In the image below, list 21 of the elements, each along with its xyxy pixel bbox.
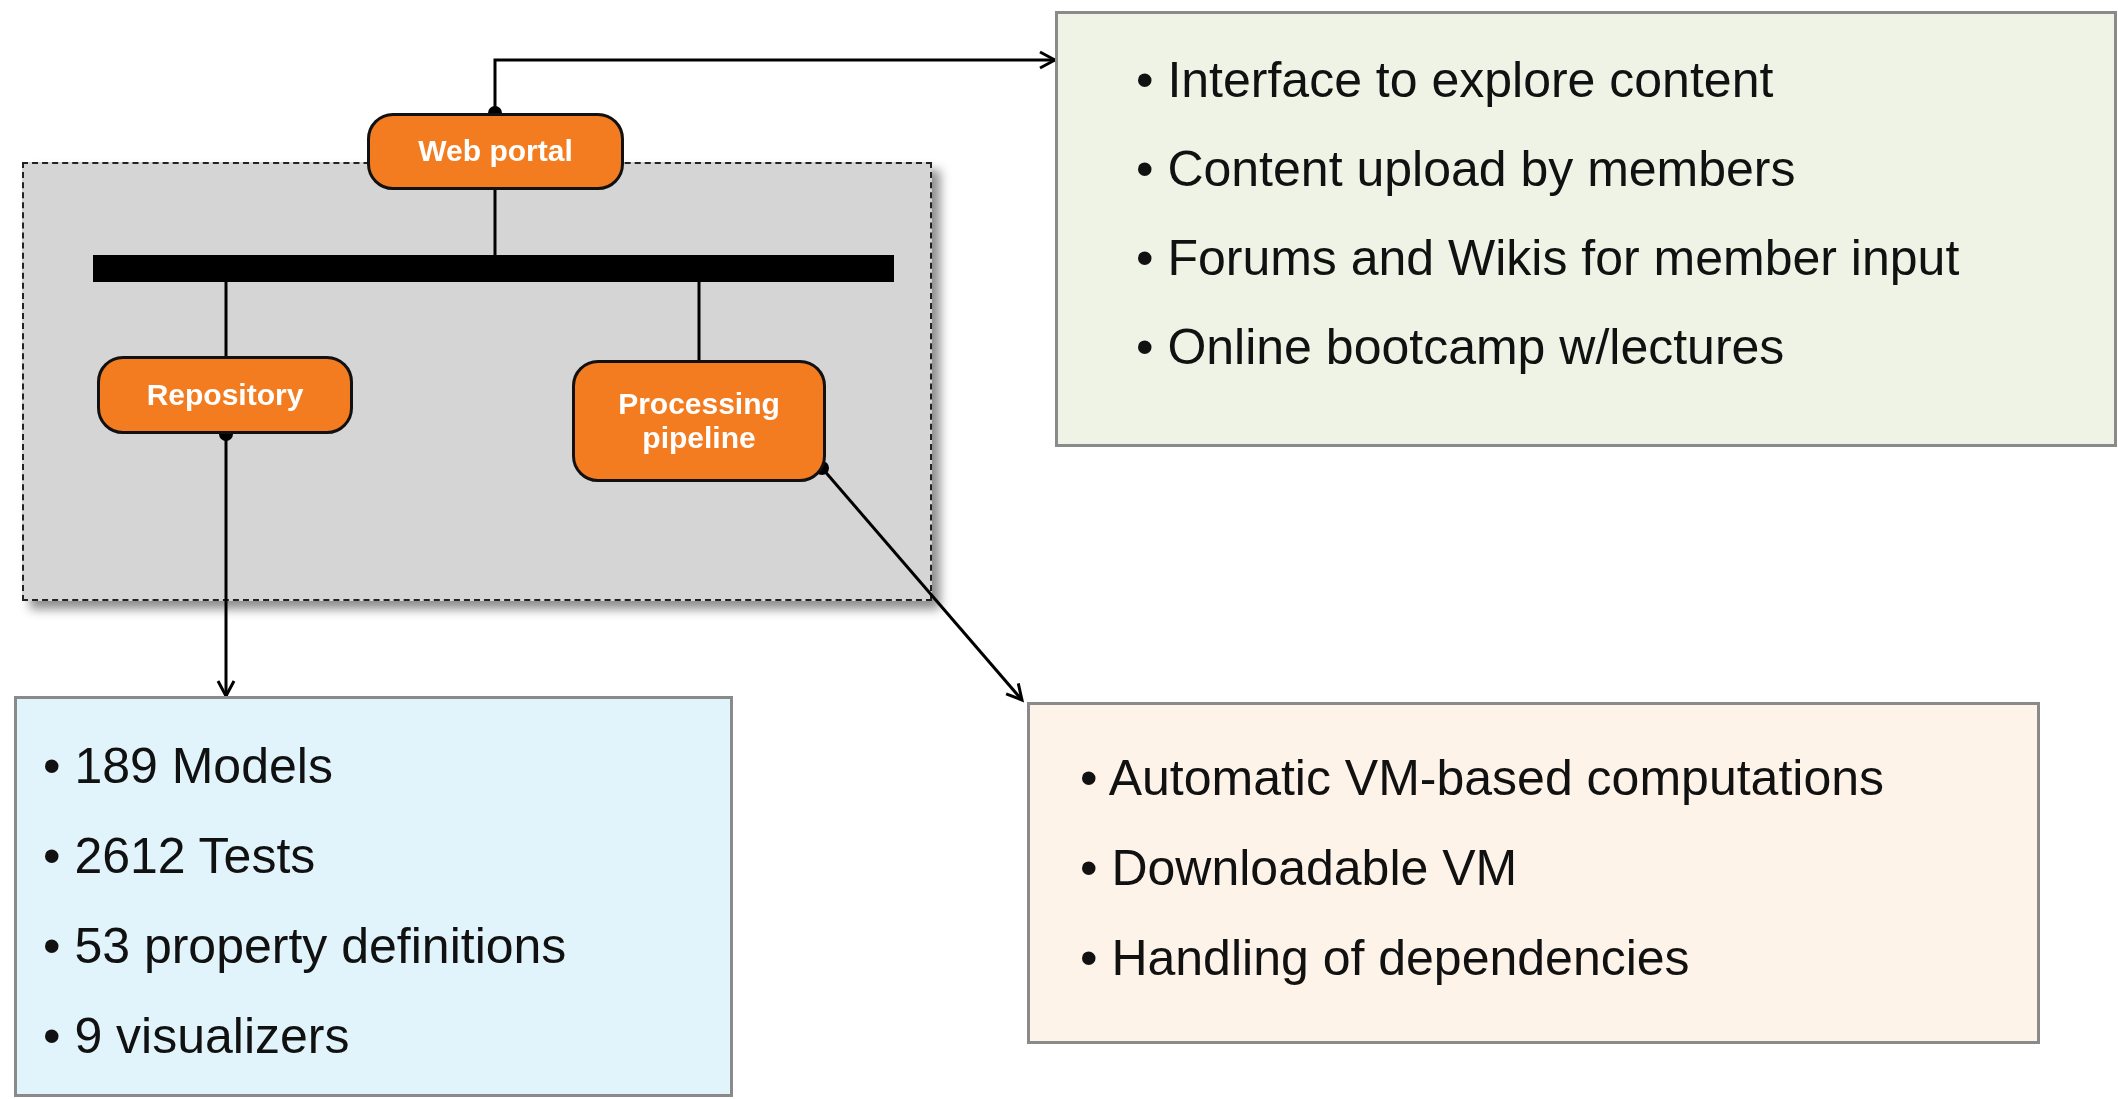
component-pill [367, 113, 624, 190]
feature-card [14, 696, 733, 1097]
bullet-item: • 189 Models [43, 737, 333, 796]
component-pill [97, 356, 353, 434]
bus-bar [93, 255, 894, 282]
bullet-item: • Downloadable VM [1080, 839, 1518, 898]
component-pill [572, 360, 826, 482]
bullet-item: • Handling of dependencies [1080, 929, 1690, 988]
bullet-item: • Online bootcamp w/lectures [1136, 318, 1785, 377]
bullet-item: • Interface to explore content [1136, 51, 1774, 110]
bullet-item: • 9 visualizers [43, 1007, 350, 1066]
bullet-item: • Forums and Wikis for member input [1136, 229, 1960, 288]
feature-card [1027, 702, 2040, 1044]
bullet-item: • 53 property definitions [43, 917, 567, 976]
bullet-item: • Content upload by members [1136, 140, 1796, 199]
feature-card [1055, 11, 2117, 447]
component-label: Web portal [417, 134, 574, 169]
bullet-item: • Automatic VM-based computations [1080, 749, 1884, 808]
bullet-item: • 2612 Tests [43, 827, 316, 886]
component-label: Processing pipeline [617, 386, 781, 456]
component-label: Repository [145, 377, 305, 413]
